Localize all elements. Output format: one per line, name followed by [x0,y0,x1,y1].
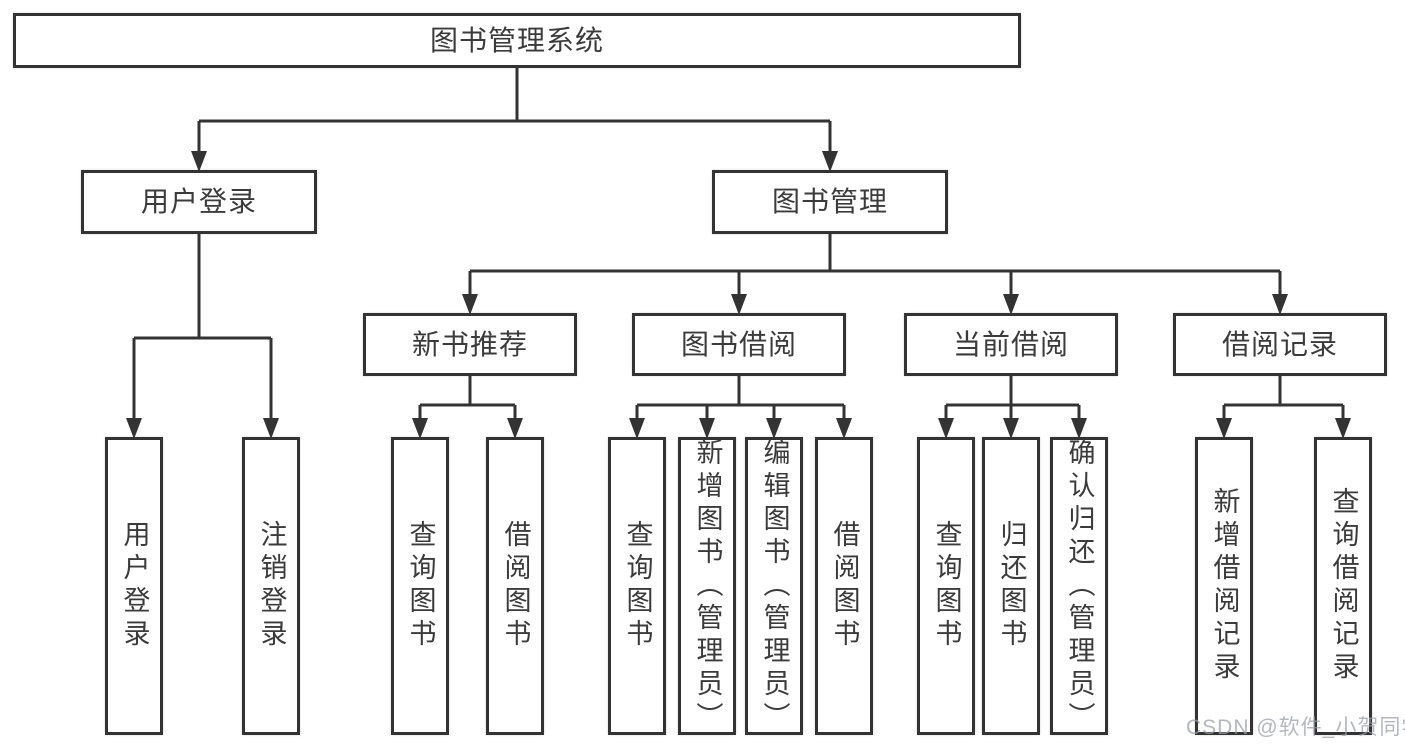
node-label: 借阅记录 [1221,328,1338,360]
node-new-book-recommend: 新书推荐 [363,313,577,376]
node-label: 归还图书 [996,520,1027,652]
node-label: 查询图书 [622,520,653,652]
leaf-query-books-current: 查询图书 [917,437,975,735]
connector-records-to-leaves [1222,376,1345,421]
arrowheads-level2 [191,151,838,172]
leaf-logout: 注销登录 [242,437,300,735]
leaf-borrow-books-recommend: 借阅图书 [486,437,544,735]
arrowheads-leaves [126,418,1351,439]
node-label: 编辑图书（管理员） [759,437,790,735]
node-book-borrowing: 图书借阅 [632,313,846,376]
connector-newbook-to-leaves [418,376,517,421]
node-label: 确认归还（管理员） [1064,437,1095,735]
leaf-confirm-return-admin: 确认归还（管理员） [1050,437,1108,735]
connector-userlogin-to-leaves [132,234,273,421]
node-label: 查询图书 [405,520,436,652]
leaf-edit-books-admin: 编辑图书（管理员） [745,437,803,735]
node-label: 用户登录 [119,520,150,652]
node-label: 当前借阅 [952,328,1069,360]
node-label: 新书推荐 [411,328,528,360]
node-label: 图书管理系统 [429,24,604,56]
node-user-login-branch: 用户登录 [81,170,317,234]
leaf-add-borrow-record: 新增借阅记录 [1195,437,1253,735]
connector-bookborrow-to-leaves [635,376,846,421]
leaf-borrow-books: 借阅图书 [815,437,873,735]
leaf-query-borrow-record: 查询借阅记录 [1314,437,1372,735]
node-current-borrowing: 当前借阅 [904,313,1118,376]
arrowheads-level3 [462,294,1288,315]
node-label: 图书借阅 [680,328,797,360]
leaf-user-login: 用户登录 [105,437,163,735]
csdn-watermark: CSDN @软件_小贺同学 [1186,716,1405,739]
connector-root-to-level2 [197,66,832,154]
node-label: 借阅图书 [829,520,860,652]
node-borrowing-records: 借阅记录 [1173,313,1387,376]
leaf-add-books-admin: 新增图书（管理员） [678,437,736,735]
node-root-system: 图书管理系统 [13,13,1021,68]
node-label: 查询图书 [931,520,962,652]
leaf-query-books-borrowing: 查询图书 [608,437,666,735]
leaf-query-books-recommend: 查询图书 [391,437,449,735]
node-label: 新增借阅记录 [1209,487,1240,685]
node-label: 查询借阅记录 [1328,487,1359,685]
leaf-return-books: 归还图书 [982,437,1040,735]
node-label: 用户登录 [140,186,257,217]
connector-currentborrow-to-leaves [944,376,1081,421]
node-label: 新增图书（管理员） [692,437,723,735]
connector-bookmgmt-to-level3 [468,234,1282,297]
node-label: 借阅图书 [500,520,531,652]
node-label: 注销登录 [256,520,287,652]
node-book-management: 图书管理 [712,170,948,234]
node-label: 图书管理 [771,186,888,217]
